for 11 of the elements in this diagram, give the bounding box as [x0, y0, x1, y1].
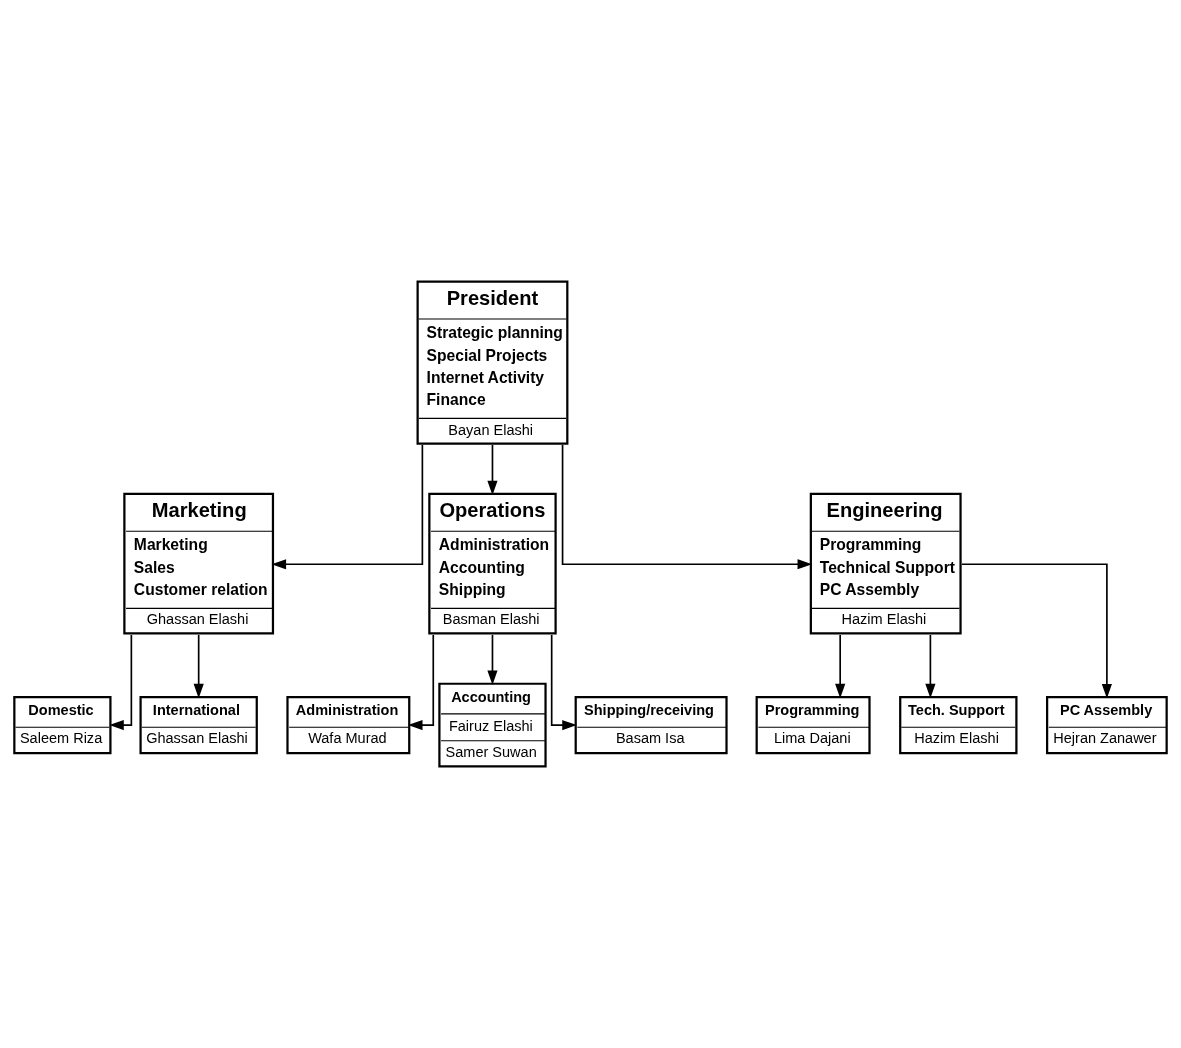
arrow: [961, 563, 1112, 699]
arrow: [835, 634, 846, 699]
arrow: [407, 634, 435, 731]
arrow: [487, 634, 498, 685]
arrow: [925, 634, 936, 699]
arrow: [550, 634, 577, 731]
arrow: [561, 444, 813, 570]
arrow: [109, 634, 133, 731]
arrow: [271, 444, 424, 570]
arrow: [487, 444, 498, 496]
arrow: [193, 634, 204, 699]
